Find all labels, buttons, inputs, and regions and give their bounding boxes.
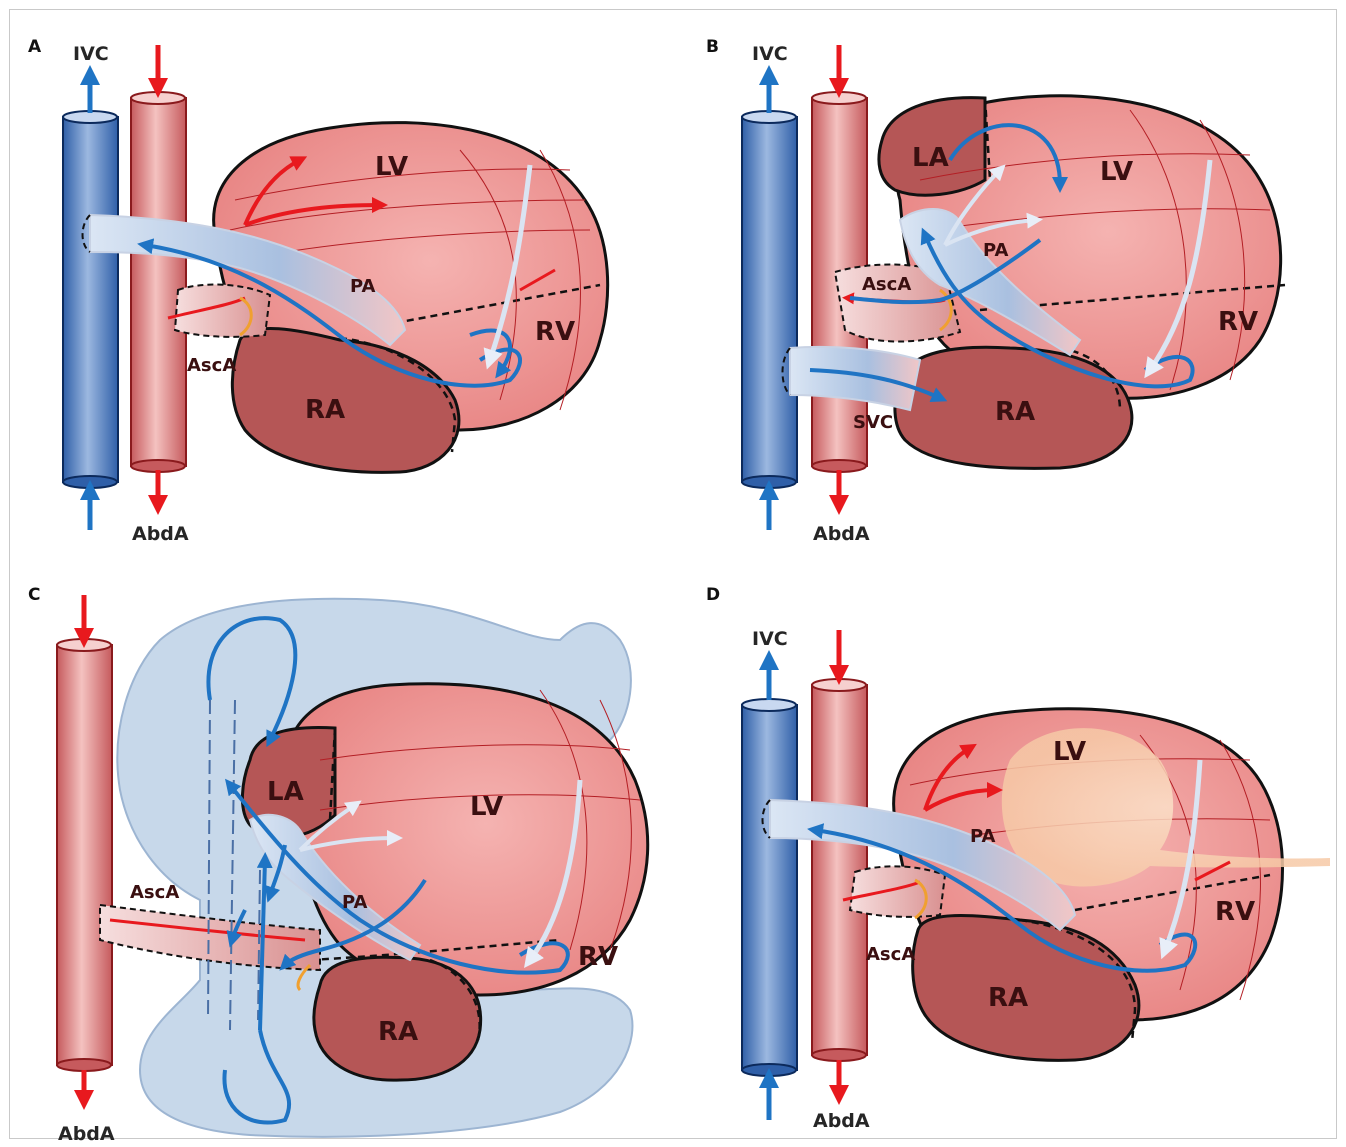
label-pa: PA [970,826,996,847]
label-la: LA [912,143,949,173]
label-pa: PA [983,240,1009,261]
abdominal-aorta-vessel [57,639,112,1071]
panel-letter-d: D [706,585,720,605]
ivc-vessel [63,111,118,488]
panel-letter-b: B [706,37,719,57]
ivc-vessel [742,699,797,1076]
label-ivc: IVC [752,628,788,650]
label-ra: RA [378,1017,418,1047]
label-rv: RV [535,317,575,347]
label-la: LA [267,777,304,807]
label-abda: AbdA [132,523,189,545]
label-abda: AbdA [813,1110,870,1132]
panel-d: D IVC AbdA LV RV [706,585,1330,1132]
label-rv: RV [1218,307,1258,337]
panel-a: A IV [28,37,608,545]
label-pa: PA [350,276,376,297]
panel-letter-c: C [28,585,40,605]
label-pa: PA [342,892,368,913]
label-ra: RA [995,397,1035,427]
label-lv: LV [1053,737,1086,767]
ivc-vessel [742,111,797,488]
label-rv: RV [578,942,618,972]
label-asca: AscA [187,355,236,376]
label-ra: RA [305,395,345,425]
label-abda: AbdA [813,523,870,545]
label-ivc: IVC [752,43,788,65]
abdominal-aorta-vessel [131,92,186,472]
label-asca: AscA [866,944,915,965]
label-lv: LV [470,792,503,822]
label-lv: LV [375,152,408,182]
label-svc: SVC [853,412,893,433]
label-abda: AbdA [58,1123,115,1145]
label-asca: AscA [130,882,179,903]
label-ra: RA [988,983,1028,1013]
label-asca: AscA [862,274,911,295]
panel-b: B [706,37,1285,545]
panel-c: C Abd [28,585,648,1145]
panel-letter-a: A [28,37,42,57]
label-ivc: IVC [73,43,109,65]
label-lv: LV [1100,157,1133,187]
label-rv: RV [1215,897,1255,927]
